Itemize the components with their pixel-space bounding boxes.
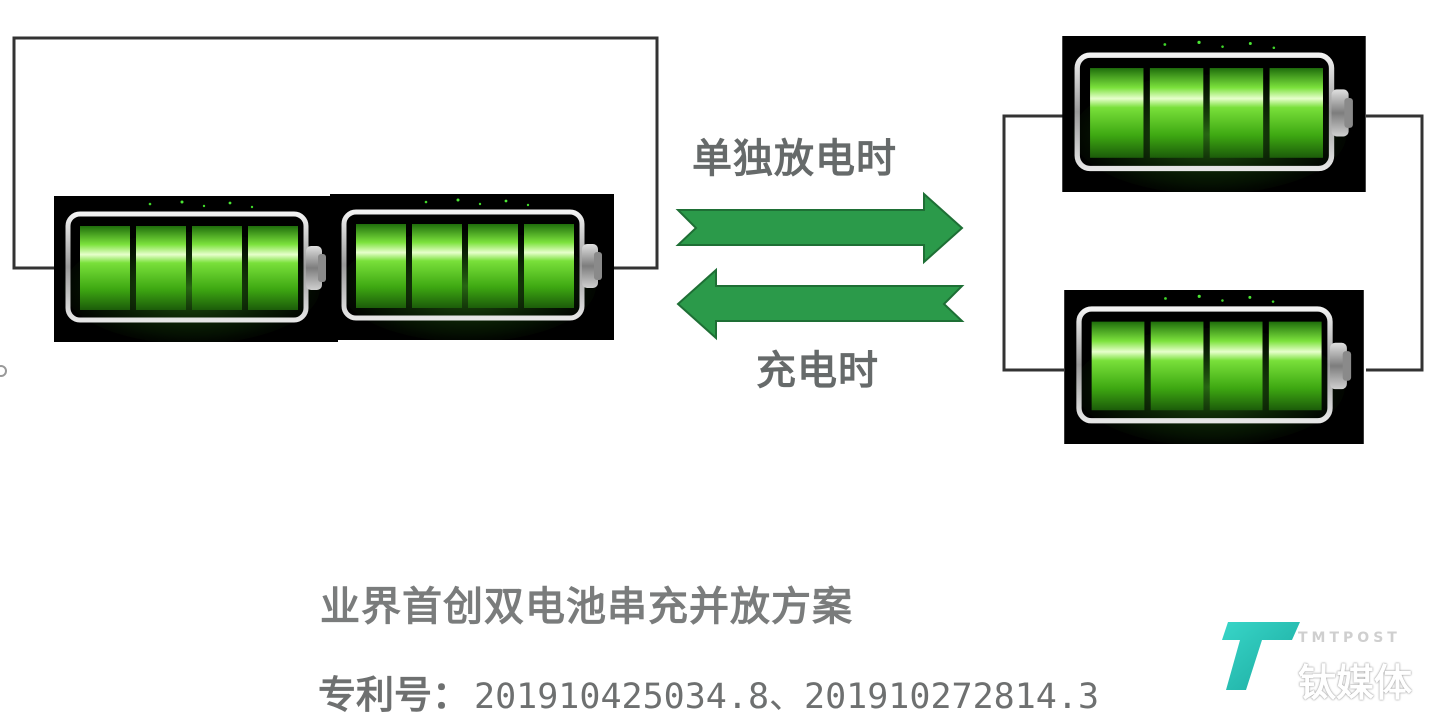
battery-icon	[1064, 290, 1364, 446]
patent-line: 专利号：201910425034.8、201910272814.3	[318, 664, 1099, 719]
tmtpost-logo	[1222, 622, 1300, 690]
patent-label: 专利号：	[318, 673, 471, 717]
caption-title: 业界首创双电池串充并放方案	[320, 584, 853, 630]
battery-icon	[330, 194, 614, 342]
patent-value: 201910425034.8、201910272814.3	[474, 677, 1100, 717]
watermark-big-text: 钛媒体	[1298, 661, 1413, 705]
battery-icon	[54, 196, 338, 344]
watermark: TMTPOST 钛媒体	[1222, 612, 1418, 708]
series-wire	[12, 36, 659, 270]
discharge-label: 单独放电时	[692, 136, 897, 182]
watermark-small-text: TMTPOST	[1298, 630, 1401, 646]
charge-label: 充电时	[756, 348, 879, 394]
battery-icon	[1062, 36, 1365, 194]
parallel-wire-right	[1366, 114, 1424, 372]
arrow-right-icon	[675, 191, 964, 265]
arrow-left-icon	[676, 267, 965, 341]
edge-mark	[0, 365, 7, 377]
parallel-wire-left	[1002, 114, 1064, 372]
